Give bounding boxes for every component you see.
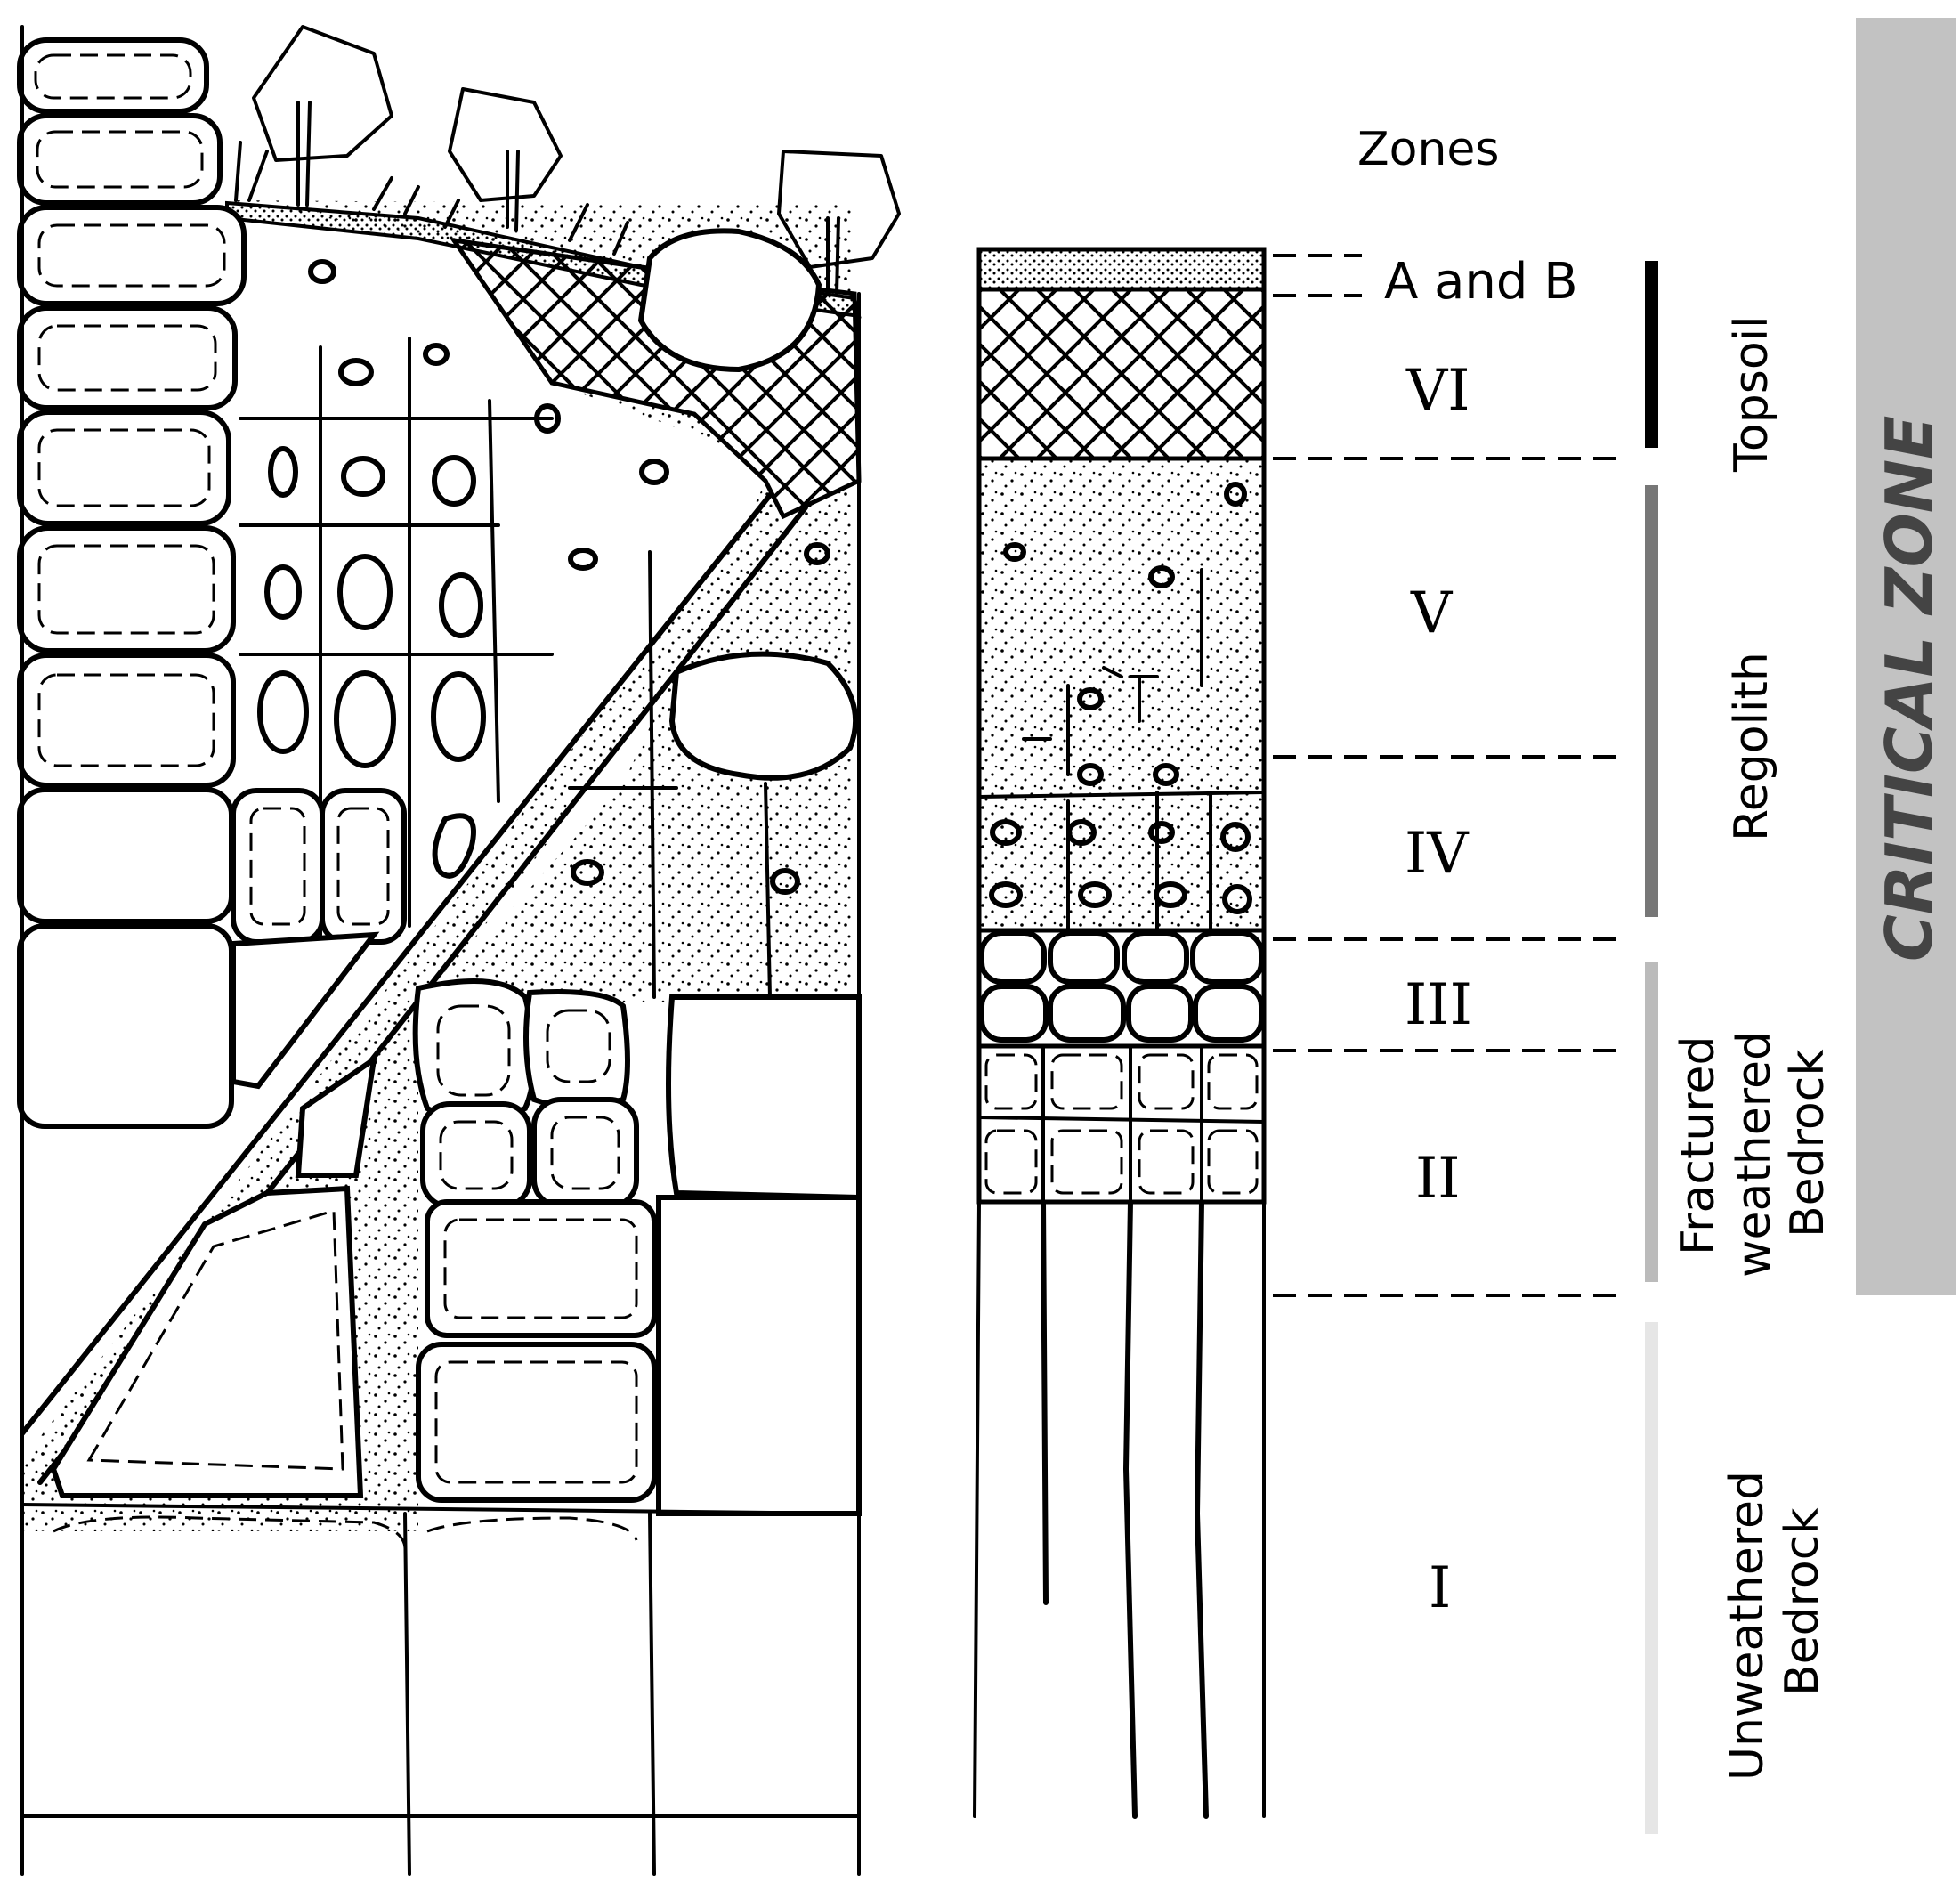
category-bars: [1645, 261, 1658, 1834]
zone-i-bedrock: [973, 1199, 1266, 1819]
zone-label-ii: II: [1415, 1146, 1461, 1212]
unweathered-label-line1: Unweathered: [1721, 1471, 1774, 1781]
zone-labels: Zones A and B VI V IV III II I: [1357, 123, 1578, 1621]
zone-v-pebbles: [977, 482, 1266, 932]
zone-label-i: I: [1429, 1555, 1451, 1621]
fractured-bar: [1645, 962, 1658, 1282]
unweathered-label-line2: Bedrock: [1776, 1508, 1829, 1696]
fractured-label-line2: weathered: [1728, 1031, 1781, 1278]
zone-label-ab: A and B: [1384, 253, 1578, 311]
zones-heading: Zones: [1357, 123, 1499, 176]
stacked-corestones-column: [17, 37, 247, 1129]
zone-v-iv-layer: [976, 456, 1267, 933]
zone-label-iii: III: [1405, 972, 1472, 1038]
zone-ii-fractured: [976, 1043, 1267, 1205]
critical-zone-band: CRITICAL ZONE: [1856, 18, 1956, 1295]
category-labels: Topsoil Regolith Fractured weathered Bed…: [1672, 315, 1834, 1781]
regolith-bar: [1645, 485, 1658, 917]
zone-label-v: V: [1410, 580, 1454, 646]
bedrock-grid: [20, 25, 861, 1876]
unweathered-bar: [1645, 1322, 1658, 1834]
zone-iii-rubble: [976, 928, 1267, 1049]
fractured-label-line1: Fractured: [1672, 1035, 1725, 1255]
critical-zone-bar: [1856, 18, 1956, 1295]
zone-column-profile: [973, 247, 1620, 1819]
zone-label-iv: IV: [1405, 821, 1470, 887]
zone-iv-corestones: [989, 819, 1252, 914]
regolith-label: Regolith: [1725, 652, 1778, 841]
topsoil-label: Topsoil: [1725, 315, 1778, 473]
trees: [234, 25, 901, 373]
cross-section-illustration: [17, 25, 901, 1876]
zone-vi-layer: [976, 287, 1267, 461]
fractured-label-line3: Bedrock: [1781, 1050, 1834, 1238]
zone-label-vi: VI: [1405, 358, 1470, 424]
critical-zone-label: CRITICAL ZONE: [1872, 416, 1947, 962]
zone-ab-layer: [976, 247, 1267, 292]
zone-boundary-dashes: [1273, 254, 1620, 1297]
topsoil-bar: [1645, 261, 1658, 448]
corestones: [257, 259, 859, 895]
